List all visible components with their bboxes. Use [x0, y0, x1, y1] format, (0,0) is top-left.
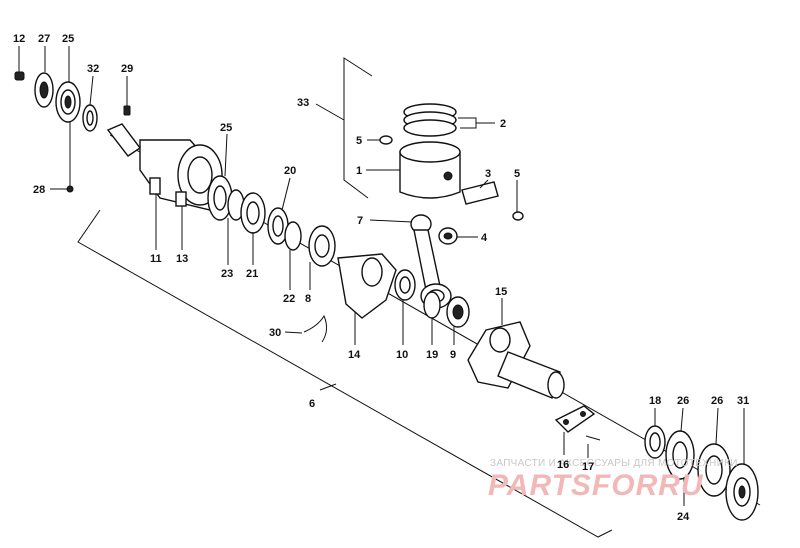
callout-25-left: 25 [62, 33, 74, 45]
callout-28: 28 [33, 184, 45, 196]
callout-29: 29 [121, 63, 133, 75]
piston-1 [366, 141, 461, 199]
callout-25-mid: 25 [220, 122, 232, 134]
plate-16 [554, 405, 596, 455]
watermark-tagline: ЗАПЧАСТИ И АКСЕССУАРЫ ДЛЯ МОТОТЕХНИКИ [490, 458, 738, 469]
small-end-bearing-4 [438, 227, 478, 245]
callout-21: 21 [246, 268, 258, 280]
callout-5-left: 5 [356, 135, 362, 147]
crank-assembly-bracket [77, 209, 613, 538]
washer-10 [394, 269, 416, 345]
callout-18: 18 [649, 395, 661, 407]
bearing-25-mid [207, 133, 233, 221]
callout-5-right: 5 [514, 168, 520, 180]
ring-21 [240, 192, 266, 265]
callout-17: 17 [582, 461, 594, 473]
callout-6: 6 [309, 398, 315, 410]
callout-19: 19 [426, 349, 438, 361]
callout-12: 12 [13, 33, 25, 45]
callout-15: 15 [495, 286, 507, 298]
screw-17 [585, 435, 601, 458]
key-29 [123, 76, 131, 116]
callout-20: 20 [284, 165, 296, 177]
callout-26-outer: 26 [711, 395, 723, 407]
left-crank-half [106, 123, 223, 250]
callout-3: 3 [485, 168, 491, 180]
callout-2: 2 [500, 118, 506, 130]
right-crank-half-15 [467, 298, 565, 399]
crank-web-14 [337, 253, 397, 345]
callout-16: 16 [557, 459, 569, 471]
watermark-logo: PARTSFORRU [488, 469, 704, 502]
callout-31: 31 [737, 395, 749, 407]
oil-seal-27 [34, 46, 54, 108]
callout-8: 8 [305, 293, 311, 305]
screw-12 [14, 46, 25, 81]
clip-30 [284, 314, 328, 343]
piston-assembly-bracket [343, 57, 373, 199]
bearing-8 [308, 225, 336, 290]
callout-13: 13 [176, 253, 188, 265]
piston-rings-2 [403, 103, 495, 137]
callout-22: 22 [283, 293, 295, 305]
callout-1: 1 [356, 165, 362, 177]
washer-18 [644, 408, 666, 459]
washer-19 [423, 291, 441, 345]
circlip-5-left [367, 135, 393, 145]
callout-10: 10 [396, 349, 408, 361]
callout-14: 14 [348, 349, 361, 361]
callout-33: 33 [297, 97, 309, 109]
callout-11: 11 [150, 253, 162, 265]
callout-24: 24 [677, 511, 690, 523]
callout-30: 30 [269, 327, 281, 339]
pin-28 [50, 185, 74, 193]
bearing-26-outer [697, 407, 731, 497]
bearing-25-left [55, 46, 81, 186]
callout-27: 27 [38, 33, 50, 45]
callout-9: 9 [450, 349, 456, 361]
ring-22 [284, 221, 302, 290]
ring-23 [227, 189, 245, 265]
callout-23: 23 [221, 268, 233, 280]
callout-26-inner: 26 [677, 395, 689, 407]
bearing-26-inner [665, 407, 695, 506]
callout-32: 32 [87, 63, 99, 75]
callout-7: 7 [357, 215, 363, 227]
washer-32 [82, 75, 98, 132]
callout-4: 4 [481, 232, 488, 244]
leader-6 [319, 383, 337, 391]
circlip-5-right [512, 180, 524, 221]
oil-seal-31 [725, 408, 759, 521]
piston-pin-3 [461, 179, 499, 205]
leader-33 [315, 103, 345, 121]
big-end-bearing-9 [446, 296, 470, 345]
